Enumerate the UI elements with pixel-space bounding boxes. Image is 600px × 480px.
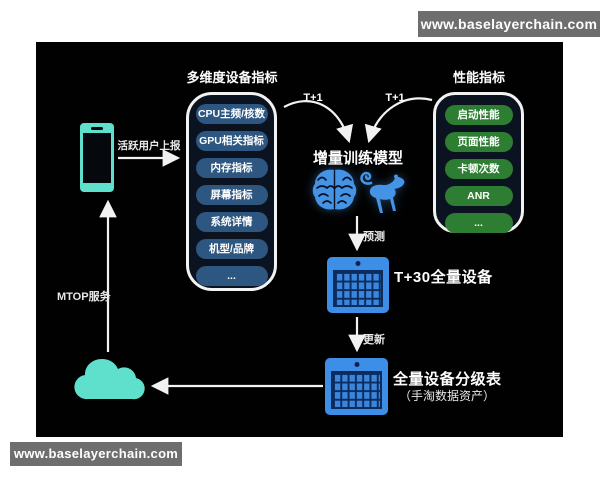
predict-label: 预测 — [363, 231, 385, 243]
active-user-report-label: 活跃用户上报 — [117, 140, 181, 152]
phone-speaker — [91, 127, 103, 130]
device-metric-pill: 系统详情 — [195, 212, 268, 232]
t-plus-1-label-right: T+1 — [385, 92, 405, 104]
update-label: 更新 — [363, 334, 385, 346]
device-metric-pill: 内存指标 — [195, 158, 268, 178]
device-metrics-box: CPU主频/核数 GPU相关指标 内存指标 屏幕指标 系统详情 机型/品牌 ..… — [186, 92, 277, 291]
mtop-service-label: MTOP服务 — [57, 291, 111, 303]
performance-metrics-box: 启动性能 页面性能 卡顿次数 ANR ... — [433, 92, 524, 233]
smartphone-icon — [80, 123, 114, 192]
watermark-top: www.baselayerchain.com — [418, 11, 600, 37]
performance-metric-pill: ANR — [444, 186, 513, 206]
watermark-bottom: www.baselayerchain.com — [10, 442, 182, 466]
performance-metric-pill: 卡顿次数 — [444, 159, 513, 179]
grading-table-label: 全量设备分级表 — [393, 371, 502, 388]
model-title: 增量训练模型 — [312, 150, 403, 167]
calendar-dot — [355, 261, 361, 266]
device-metric-pill: GPU相关指标 — [195, 131, 268, 151]
calendar-grid — [331, 371, 382, 409]
t30-devices-label: T+30全量设备 — [394, 269, 493, 286]
brain-icon — [312, 169, 357, 210]
performance-metric-pill: 页面性能 — [444, 132, 513, 152]
performance-metrics-title: 性能指标 — [452, 70, 505, 85]
phone-screen — [83, 133, 111, 183]
t-plus-1-label-left: T+1 — [303, 92, 323, 104]
performance-metric-pill: ... — [444, 213, 513, 233]
grading-table-sublabel: （手淘数据资产） — [398, 389, 495, 403]
device-metrics-title: 多维度设备指标 — [186, 70, 278, 85]
calendar-grid-icon-grading — [325, 358, 388, 415]
performance-metric-pill: 启动性能 — [444, 105, 513, 125]
cloud-icon — [74, 358, 145, 400]
calendar-grid — [333, 270, 383, 307]
device-metric-pill: CPU主频/核数 — [195, 104, 268, 124]
calendar-dot — [354, 362, 359, 367]
monkey-icon — [360, 171, 405, 213]
device-metric-pill: 屏幕指标 — [195, 185, 268, 205]
device-metric-pill: 机型/品牌 — [195, 239, 268, 259]
device-metric-pill: ... — [195, 266, 268, 286]
calendar-grid-icon-t30 — [327, 257, 389, 313]
